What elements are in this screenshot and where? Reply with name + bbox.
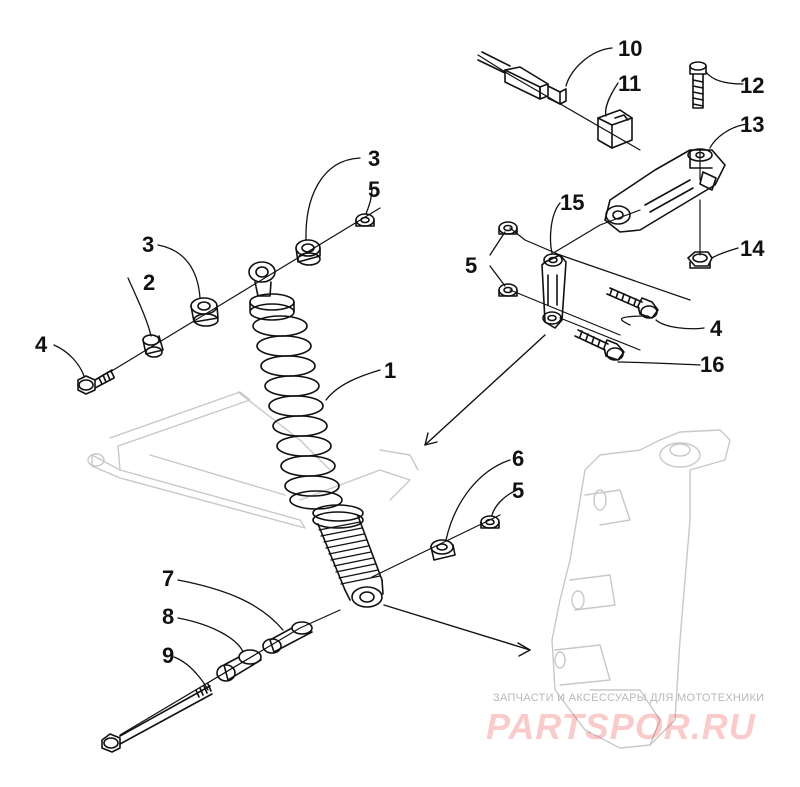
callout-8: 8	[162, 604, 174, 629]
callout-10: 10	[618, 36, 642, 61]
callout-11: 11	[618, 71, 641, 96]
bushing-3-left	[190, 297, 219, 327]
sleeve-7	[262, 621, 313, 654]
nut-5-lower	[480, 515, 500, 529]
callout-15: 15	[560, 190, 584, 215]
link-rod-15	[541, 253, 567, 329]
leader-lines	[53, 47, 749, 691]
callout-12: 12	[740, 73, 764, 98]
callout-5-right: 5	[465, 253, 477, 278]
nut-14	[687, 251, 713, 269]
callout-7: 7	[162, 566, 174, 591]
shock-body-rings	[318, 521, 381, 585]
callout-16: 16	[700, 352, 724, 377]
callout-14: 14	[740, 236, 765, 261]
callout-13: 13	[740, 112, 764, 137]
shock-spring	[252, 315, 343, 510]
shock-absorber	[248, 261, 384, 608]
bolt-4-left	[77, 369, 115, 395]
callout-3-upper: 3	[368, 146, 380, 171]
watermark-tagline: ЗАПЧАСТИ И АКСЕССУАРЫ ДЛЯ МОТОТЕХНИКИ	[493, 692, 765, 704]
callout-5-upper: 5	[368, 177, 380, 202]
nut-5-upper-right	[498, 221, 518, 235]
spindle-knuckle	[551, 429, 731, 749]
callout-2: 2	[143, 270, 155, 295]
bolt-12	[689, 61, 707, 109]
nut-5-upper	[355, 213, 375, 227]
bushing-6	[430, 539, 456, 561]
sleeve-8	[216, 649, 262, 682]
callout-5-lower: 5	[512, 478, 524, 503]
callout-4-right: 4	[710, 316, 723, 341]
nut-5-lower-right	[498, 283, 518, 297]
callout-6: 6	[512, 446, 524, 471]
callout-numbers: 1 2 3 3 4 4 5 5 5 6 7 8 9 10 11 12 13 14…	[35, 36, 765, 668]
callout-4-left: 4	[35, 332, 48, 357]
cable-assembly	[477, 51, 567, 105]
callout-1: 1	[384, 358, 396, 383]
callout-9: 9	[162, 643, 174, 668]
assembly-centerlines	[109, 54, 701, 736]
bushing-11	[597, 109, 633, 149]
a-arm	[87, 391, 419, 529]
bushing-3-upper	[295, 239, 321, 266]
lever-13	[604, 148, 726, 233]
bolt-16	[574, 329, 625, 361]
bolt-4-right	[606, 287, 659, 319]
watermark-logo: PARTSPOR.RU	[486, 706, 756, 747]
assembly-arrows	[383, 334, 546, 657]
bolt-9	[101, 683, 213, 753]
callout-3-left: 3	[142, 232, 154, 257]
